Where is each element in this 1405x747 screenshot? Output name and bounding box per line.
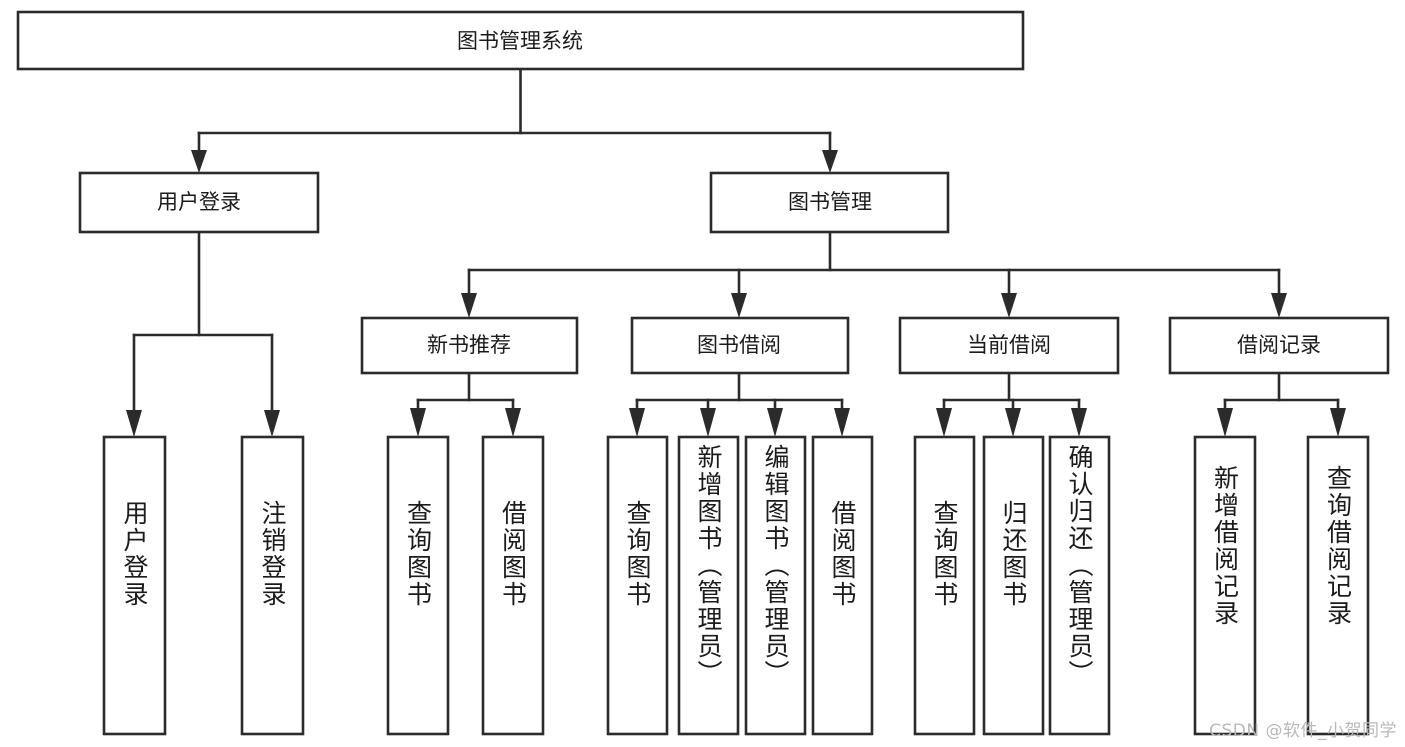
node-book-borrow-box[interactable] xyxy=(630,316,850,375)
node-leaf-add-borrow-record-box[interactable] xyxy=(1193,435,1257,736)
node-leaf-edit-book-admin-box[interactable] xyxy=(744,435,807,736)
node-book-borrow-label: 图书借阅 xyxy=(697,333,781,357)
node-leaf-query-book-rec-box[interactable] xyxy=(386,435,450,736)
arrow-to-leaf-borrow-book-icon xyxy=(834,408,850,437)
arrow-to-current-borrow-icon xyxy=(1001,293,1017,318)
arrow-to-leaf-edit-book-admin-icon xyxy=(767,408,783,437)
arrow-to-leaf-query-book-current-icon xyxy=(936,408,952,437)
arrow-to-borrow-records-icon xyxy=(1271,293,1287,318)
node-current-borrow-label: 当前借阅 xyxy=(967,333,1051,357)
node-root-box[interactable] xyxy=(16,10,1025,71)
node-new-book-recommend-label: 新书推荐 xyxy=(427,333,511,357)
node-leaf-return-book-box[interactable] xyxy=(982,435,1045,736)
arrow-to-leaf-add-borrow-record-icon xyxy=(1217,408,1233,437)
arrow-to-leaf-query-book-rec-icon xyxy=(410,408,426,437)
arrow-to-book-management-icon xyxy=(822,150,838,173)
node-current-borrow-box[interactable] xyxy=(898,316,1120,375)
node-new-book-recommend-box[interactable] xyxy=(360,316,579,375)
node-book-management-label: 图书管理 xyxy=(788,190,872,214)
node-borrow-records-box[interactable] xyxy=(1168,316,1390,375)
arrow-to-leaf-return-book-icon xyxy=(1005,408,1021,437)
node-leaf-query-book-current-box[interactable] xyxy=(913,435,976,736)
node-leaf-confirm-return-admin-box[interactable] xyxy=(1048,435,1111,736)
node-root-label: 图书管理系统 xyxy=(457,29,583,53)
node-borrow-records-label: 借阅记录 xyxy=(1237,333,1321,357)
node-book-management-box[interactable] xyxy=(709,171,950,234)
node-leaf-logout-box[interactable] xyxy=(240,435,305,736)
node-leaf-borrow-book-box[interactable] xyxy=(811,435,874,736)
node-leaf-user-login-box[interactable] xyxy=(102,435,167,736)
node-leaf-query-book-borrow-box[interactable] xyxy=(606,435,669,736)
arrow-to-leaf-query-borrow-record-icon xyxy=(1330,408,1346,437)
arrow-to-leaf-add-book-admin-icon xyxy=(700,408,716,437)
node-user-login-box[interactable] xyxy=(78,171,320,234)
node-layer: 图书管理系统 用户登录 图书管理 新书推荐 图书借阅 当前借阅 借阅记录 xyxy=(16,10,1390,736)
node-leaf-add-book-admin-box[interactable] xyxy=(677,435,740,736)
node-leaf-query-borrow-record-box[interactable] xyxy=(1306,435,1370,736)
node-leaf-borrow-book-rec-box[interactable] xyxy=(481,435,545,736)
connector-layer xyxy=(126,67,1346,437)
arrow-to-leaf-borrow-book-rec-icon xyxy=(505,408,521,437)
arrow-to-new-book-recommend-icon xyxy=(461,293,477,318)
arrow-to-user-login-icon xyxy=(191,150,207,173)
csdn-watermark: CSDN @软件_小贺同学 xyxy=(1209,721,1397,741)
node-user-login-label: 用户登录 xyxy=(157,190,241,214)
arrow-to-leaf-user-login-icon xyxy=(126,410,142,437)
arrow-to-leaf-logout-icon xyxy=(264,410,280,437)
arrow-to-leaf-confirm-return-admin-icon xyxy=(1071,408,1087,437)
arrow-to-book-borrow-icon xyxy=(731,293,747,318)
arrow-to-leaf-query-book-borrow-icon xyxy=(629,408,645,437)
